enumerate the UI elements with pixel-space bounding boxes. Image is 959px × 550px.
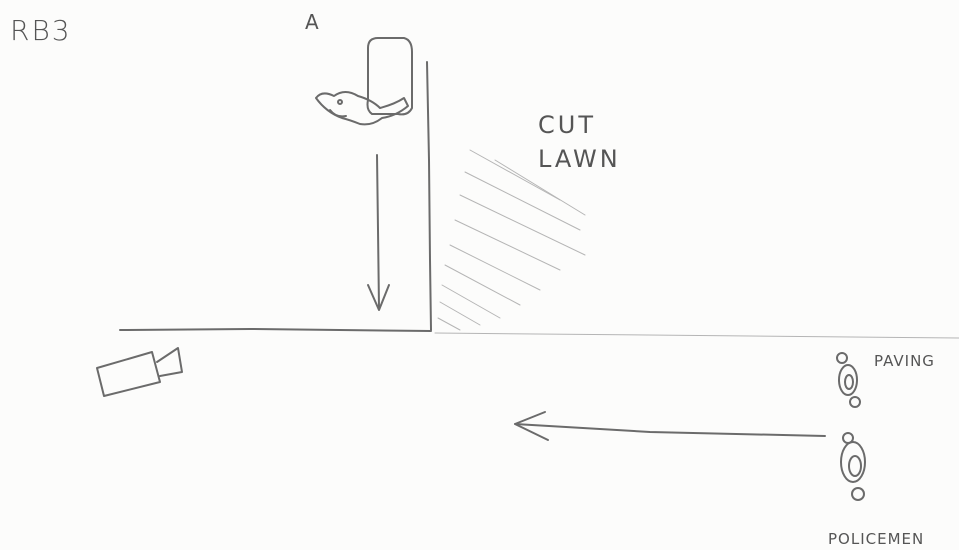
lawn-label: CUT LAWN <box>538 108 621 176</box>
sheet-id: RB3 <box>10 14 72 47</box>
arrow-left-icon <box>515 412 825 440</box>
point-a-label: A <box>305 10 320 34</box>
wall-vertical <box>427 62 431 330</box>
paving-edge <box>435 333 959 338</box>
policemen-label: POLICEMEN <box>828 530 924 548</box>
paving-label: PAVING <box>874 352 935 370</box>
arrow-down-icon <box>368 155 389 310</box>
policeman-icon <box>837 353 860 407</box>
wall-horizontal <box>120 329 431 331</box>
lawn-hatching <box>438 150 585 330</box>
person-topdown-icon <box>316 38 412 124</box>
camera-icon <box>97 348 182 396</box>
policeman-icon <box>841 433 865 500</box>
lawn-label-line1: CUT <box>538 108 621 142</box>
lawn-label-line2: LAWN <box>538 142 621 176</box>
